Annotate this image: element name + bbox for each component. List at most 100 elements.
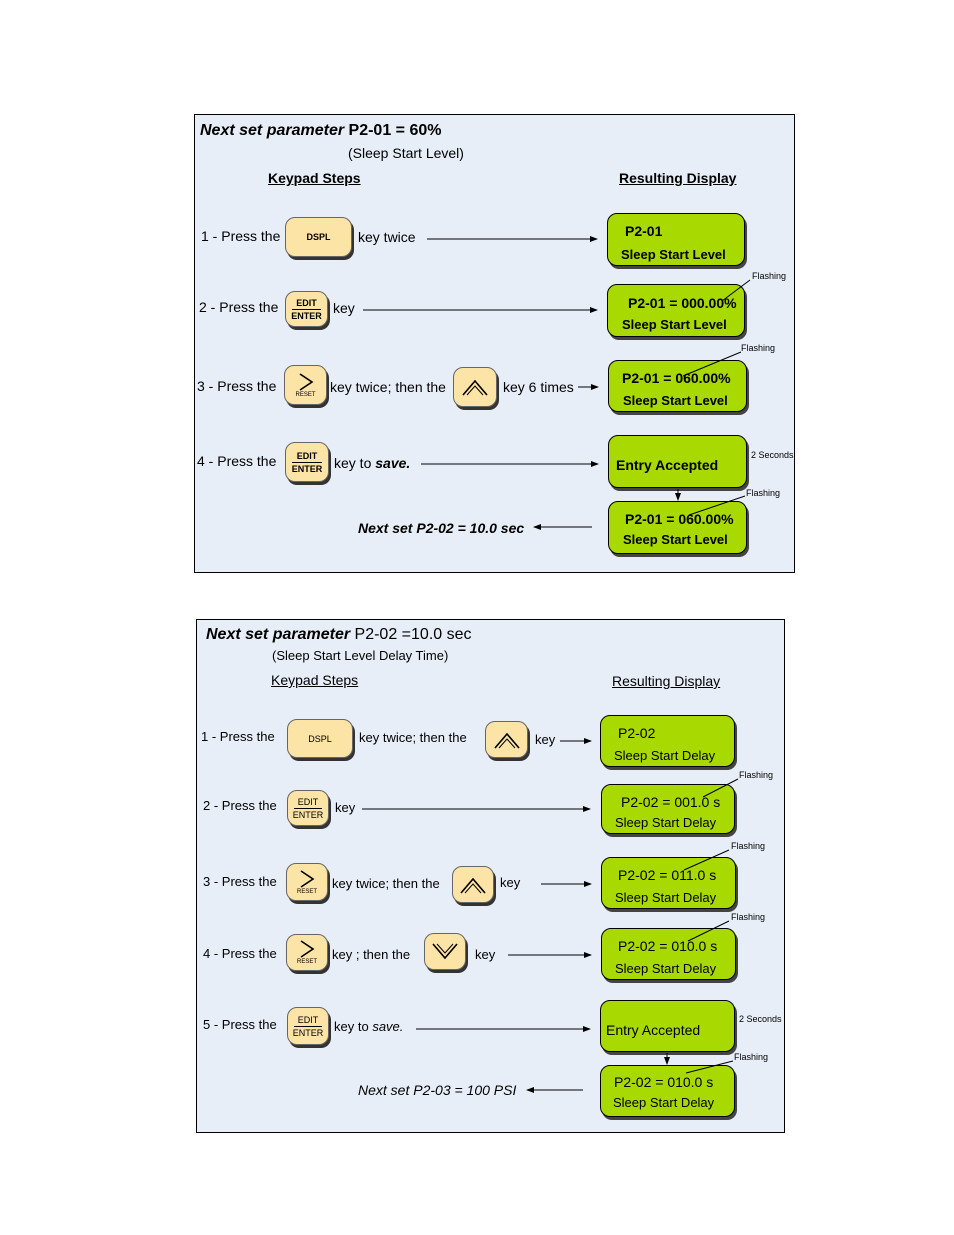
right-reset-key[interactable]: RESET	[284, 365, 327, 405]
panel2-step4-suffix: key	[475, 947, 496, 962]
chevron-right-icon	[300, 869, 315, 888]
flashing-note: Flashing	[731, 841, 766, 851]
panel1-step4-suffix-text: key to	[334, 455, 372, 471]
edit-enter-key[interactable]: EDIT ENTER	[287, 1007, 329, 1045]
lcd-line2: Sleep Start Level	[623, 532, 728, 547]
lcd-line1: P2-02 = 010.0 s	[618, 938, 718, 954]
up-key[interactable]	[452, 866, 494, 903]
chevron-up-icon	[462, 379, 488, 396]
lcd-line2: Sleep Start Delay	[614, 748, 716, 763]
panel1-step4-suffix: key to save.	[334, 455, 410, 471]
edit-key-label: EDIT	[297, 1014, 319, 1025]
key-divider	[292, 308, 321, 310]
panel2-title: Next set parameter P2-02 =10.0 sec	[206, 626, 472, 644]
two-seconds-note: 2 Seconds	[751, 450, 794, 460]
lcd-display: P2-01 = 060.00% Sleep Start Level	[608, 501, 747, 554]
right-reset-key[interactable]: RESET	[286, 934, 328, 971]
panel2-step1-mid: key twice; then the	[359, 730, 467, 745]
edit-key-label: EDIT	[296, 450, 318, 461]
lcd-display: P2-02 = 010.0 s Sleep Start Delay	[600, 1065, 735, 1117]
flashing-note: Flashing	[741, 343, 776, 353]
lcd-line1: P2-02 = 011.0 s	[618, 867, 717, 883]
panel1-title: Next set parameter P2-01 = 60%	[200, 122, 441, 140]
panel1-title-prefix: Next set parameter	[200, 122, 345, 139]
lcd-line1: P2-02	[618, 725, 656, 741]
flashing-note: Flashing	[752, 271, 787, 281]
panel1-header-display: Resulting Display	[619, 170, 737, 186]
flashing-note: Flashing	[739, 770, 774, 780]
lcd-line1: Entry Accepted	[606, 1022, 701, 1038]
panel2-title-param: P2-02 =10.0 sec	[354, 626, 472, 643]
panel2-subtitle: (Sleep Start Level Delay Time)	[272, 648, 449, 663]
lcd-line2: Sleep Start Level	[622, 317, 727, 332]
key-divider	[294, 1025, 322, 1027]
up-key[interactable]	[485, 721, 528, 758]
panel2-step3-mid: key twice; then the	[332, 876, 440, 891]
panel1-step4-prefix: 4 - Press the	[197, 453, 277, 469]
lcd-line2: Sleep Start Delay	[615, 890, 717, 905]
chevron-up-icon	[493, 732, 520, 749]
reset-key-label: RESET	[296, 888, 317, 895]
lcd-display: P2-01 = 060.00% Sleep Start Level	[608, 360, 747, 412]
lcd-line1: P2-02 = 010.0 s	[614, 1074, 714, 1090]
edit-enter-key[interactable]: EDIT ENTER	[287, 790, 329, 826]
lcd-display: P2-01 = 000.00% Sleep Start Level	[607, 284, 745, 337]
lcd-line1: P2-01 = 000.00%	[628, 295, 737, 311]
edit-key-label: EDIT	[297, 796, 319, 807]
panel2-step2-prefix: 2 - Press the	[203, 798, 277, 813]
edit-key-label: EDIT	[296, 297, 317, 308]
panel1-step3-suffix: key 6 times	[503, 379, 574, 395]
lcd-line2: Sleep Start Level	[621, 247, 726, 262]
panel2-step4-prefix: 4 - Press the	[203, 946, 277, 961]
panel2-step5-save: save.	[372, 1019, 404, 1034]
panel2-step5-suffix: key to save.	[334, 1019, 403, 1034]
dspl-key[interactable]: DSPL	[285, 217, 352, 257]
panel1-step2-suffix: key	[333, 300, 355, 316]
panel2-next-step: Next set P2-03 = 100 PSI	[358, 1082, 517, 1098]
chevron-right-icon	[300, 940, 315, 958]
lcd-line1: P2-01 = 060.00%	[625, 511, 734, 527]
lcd-line2: Sleep Start Delay	[615, 815, 717, 830]
key-divider	[292, 461, 322, 463]
lcd-display: Entry Accepted	[600, 1000, 735, 1052]
lcd-display: P2-01 Sleep Start Level	[607, 213, 745, 266]
enter-key-label: ENTER	[292, 1027, 324, 1038]
chevron-down-icon	[432, 942, 458, 959]
panel1-step1-prefix: 1 - Press the	[201, 228, 281, 244]
flashing-note: Flashing	[734, 1052, 769, 1062]
panel1-step1-suffix: key twice	[358, 229, 416, 245]
panel2-step3-suffix: key	[500, 875, 521, 890]
panel2-step3-prefix: 3 - Press the	[203, 874, 277, 889]
panel2-step1-suffix: key	[535, 732, 556, 747]
enter-key-label: ENTER	[291, 310, 322, 321]
panel2-header-display: Resulting Display	[612, 673, 721, 689]
panel2-step4-mid: key ; then the	[332, 947, 411, 962]
lcd-display: P2-02 = 011.0 s Sleep Start Delay	[601, 857, 736, 909]
dspl-key[interactable]: DSPL	[287, 719, 353, 758]
lcd-line1: Entry Accepted	[616, 457, 719, 473]
edit-enter-key[interactable]: EDIT ENTER	[285, 442, 329, 482]
panel2-step1-prefix: 1 - Press the	[201, 729, 275, 744]
panel2-step5-suffix-text: key to	[334, 1019, 369, 1034]
lcd-display: Entry Accepted	[608, 435, 747, 488]
lcd-line2: Sleep Start Delay	[615, 961, 717, 976]
reset-key-label: RESET	[295, 391, 316, 398]
panel2-step2-suffix: key	[335, 800, 356, 815]
down-key[interactable]	[424, 933, 466, 970]
panel1-step4-save: save.	[375, 455, 411, 471]
reset-key-label: RESET	[296, 959, 317, 965]
panel2-title-prefix: Next set parameter	[206, 626, 351, 643]
chevron-right-icon	[299, 372, 313, 391]
dspl-key-label: DSPL	[306, 232, 331, 242]
panel1-header-keypad: Keypad Steps	[268, 170, 361, 186]
lcd-display: P2-02 Sleep Start Delay	[600, 715, 735, 767]
two-seconds-note: 2 Seconds	[739, 1014, 782, 1024]
panel2-step5-prefix: 5 - Press the	[203, 1017, 277, 1032]
up-key[interactable]	[453, 367, 497, 407]
enter-key-label: ENTER	[291, 463, 323, 474]
lcd-line1: P2-01	[625, 223, 663, 239]
flashing-note: Flashing	[746, 488, 781, 498]
edit-enter-key[interactable]: EDIT ENTER	[285, 291, 328, 327]
right-reset-key[interactable]: RESET	[286, 863, 328, 901]
chevron-up-icon	[460, 877, 486, 894]
